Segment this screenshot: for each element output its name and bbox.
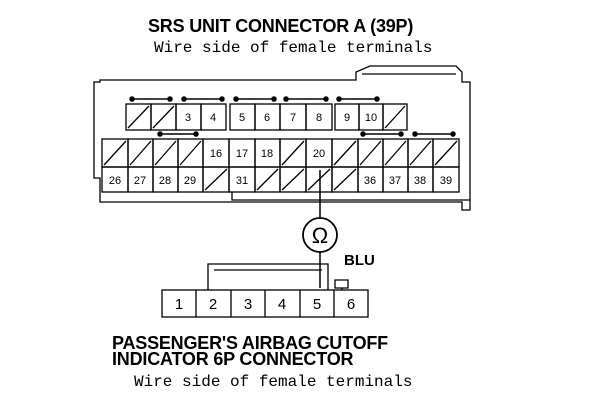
terminal-label: 26 [109,175,121,187]
terminal-label: 4 [210,112,216,124]
connector-b-title-1: PASSENGER'S AIRBAG CUTOFF [112,333,388,353]
pin-label: 1 [175,296,183,313]
pin-label: 6 [347,296,355,313]
terminal-label: 36 [364,175,376,187]
connector-a-row3-labels: 26 27 28 29 31 36 37 38 39 [109,175,452,187]
connector-b-subtitle: Wire side of female terminals [134,373,413,391]
pin-label: 4 [278,296,286,313]
terminal-label: 18 [261,148,273,160]
terminal-label: 29 [184,175,196,187]
terminal-label: 20 [313,148,325,160]
connector-a-row1 [125,103,408,131]
terminal-label: 31 [236,175,248,187]
terminal-label: 3 [185,112,191,124]
pin-label: 5 [313,296,321,313]
terminal-label: 10 [365,112,377,124]
terminal-label: 5 [239,112,245,124]
pin-label: 3 [244,296,252,313]
terminal-label: 6 [264,112,270,124]
wire-color-label: BLU [344,252,375,269]
terminal-cell [382,103,408,131]
terminal-label: 17 [236,148,248,160]
connector-a-housing [93,65,471,211]
terminal-label: 8 [316,112,322,124]
connector-a-row2 [101,138,460,168]
connector-b-title-2: INDICATOR 6P CONNECTOR [112,349,354,369]
terminal-label: 16 [210,148,222,160]
ohmmeter-circle [302,217,338,253]
connector-a-row2-labels: 16 17 18 20 [210,148,325,160]
terminal-cell-8 [305,103,333,131]
terminal-label: 38 [414,175,426,187]
ohm-symbol: Ω [312,223,328,248]
terminal-label: 27 [134,175,146,187]
pin-label: 2 [209,296,217,313]
terminal-label: 39 [440,175,452,187]
terminal-label: 37 [389,175,401,187]
terminal-label: 28 [159,175,171,187]
connector-a-subtitle: Wire side of female terminals [154,39,433,57]
connector-a-title: SRS UNIT CONNECTOR A (39P) [148,16,414,36]
connector-b-pins [195,290,335,317]
connector-b-pin-labels: 1 2 3 4 5 6 [175,296,355,313]
terminal-cell-39 [432,166,460,193]
terminal-cell-4 [200,103,227,131]
connector-a-row3 [101,166,460,193]
ohmmeter: Ω [302,217,338,253]
connector-a-row1-labels: 3 4 5 6 7 8 9 10 [185,112,377,124]
shorting-bars [129,96,456,137]
terminal-label: 7 [290,112,296,124]
terminal-label: 9 [344,112,350,124]
